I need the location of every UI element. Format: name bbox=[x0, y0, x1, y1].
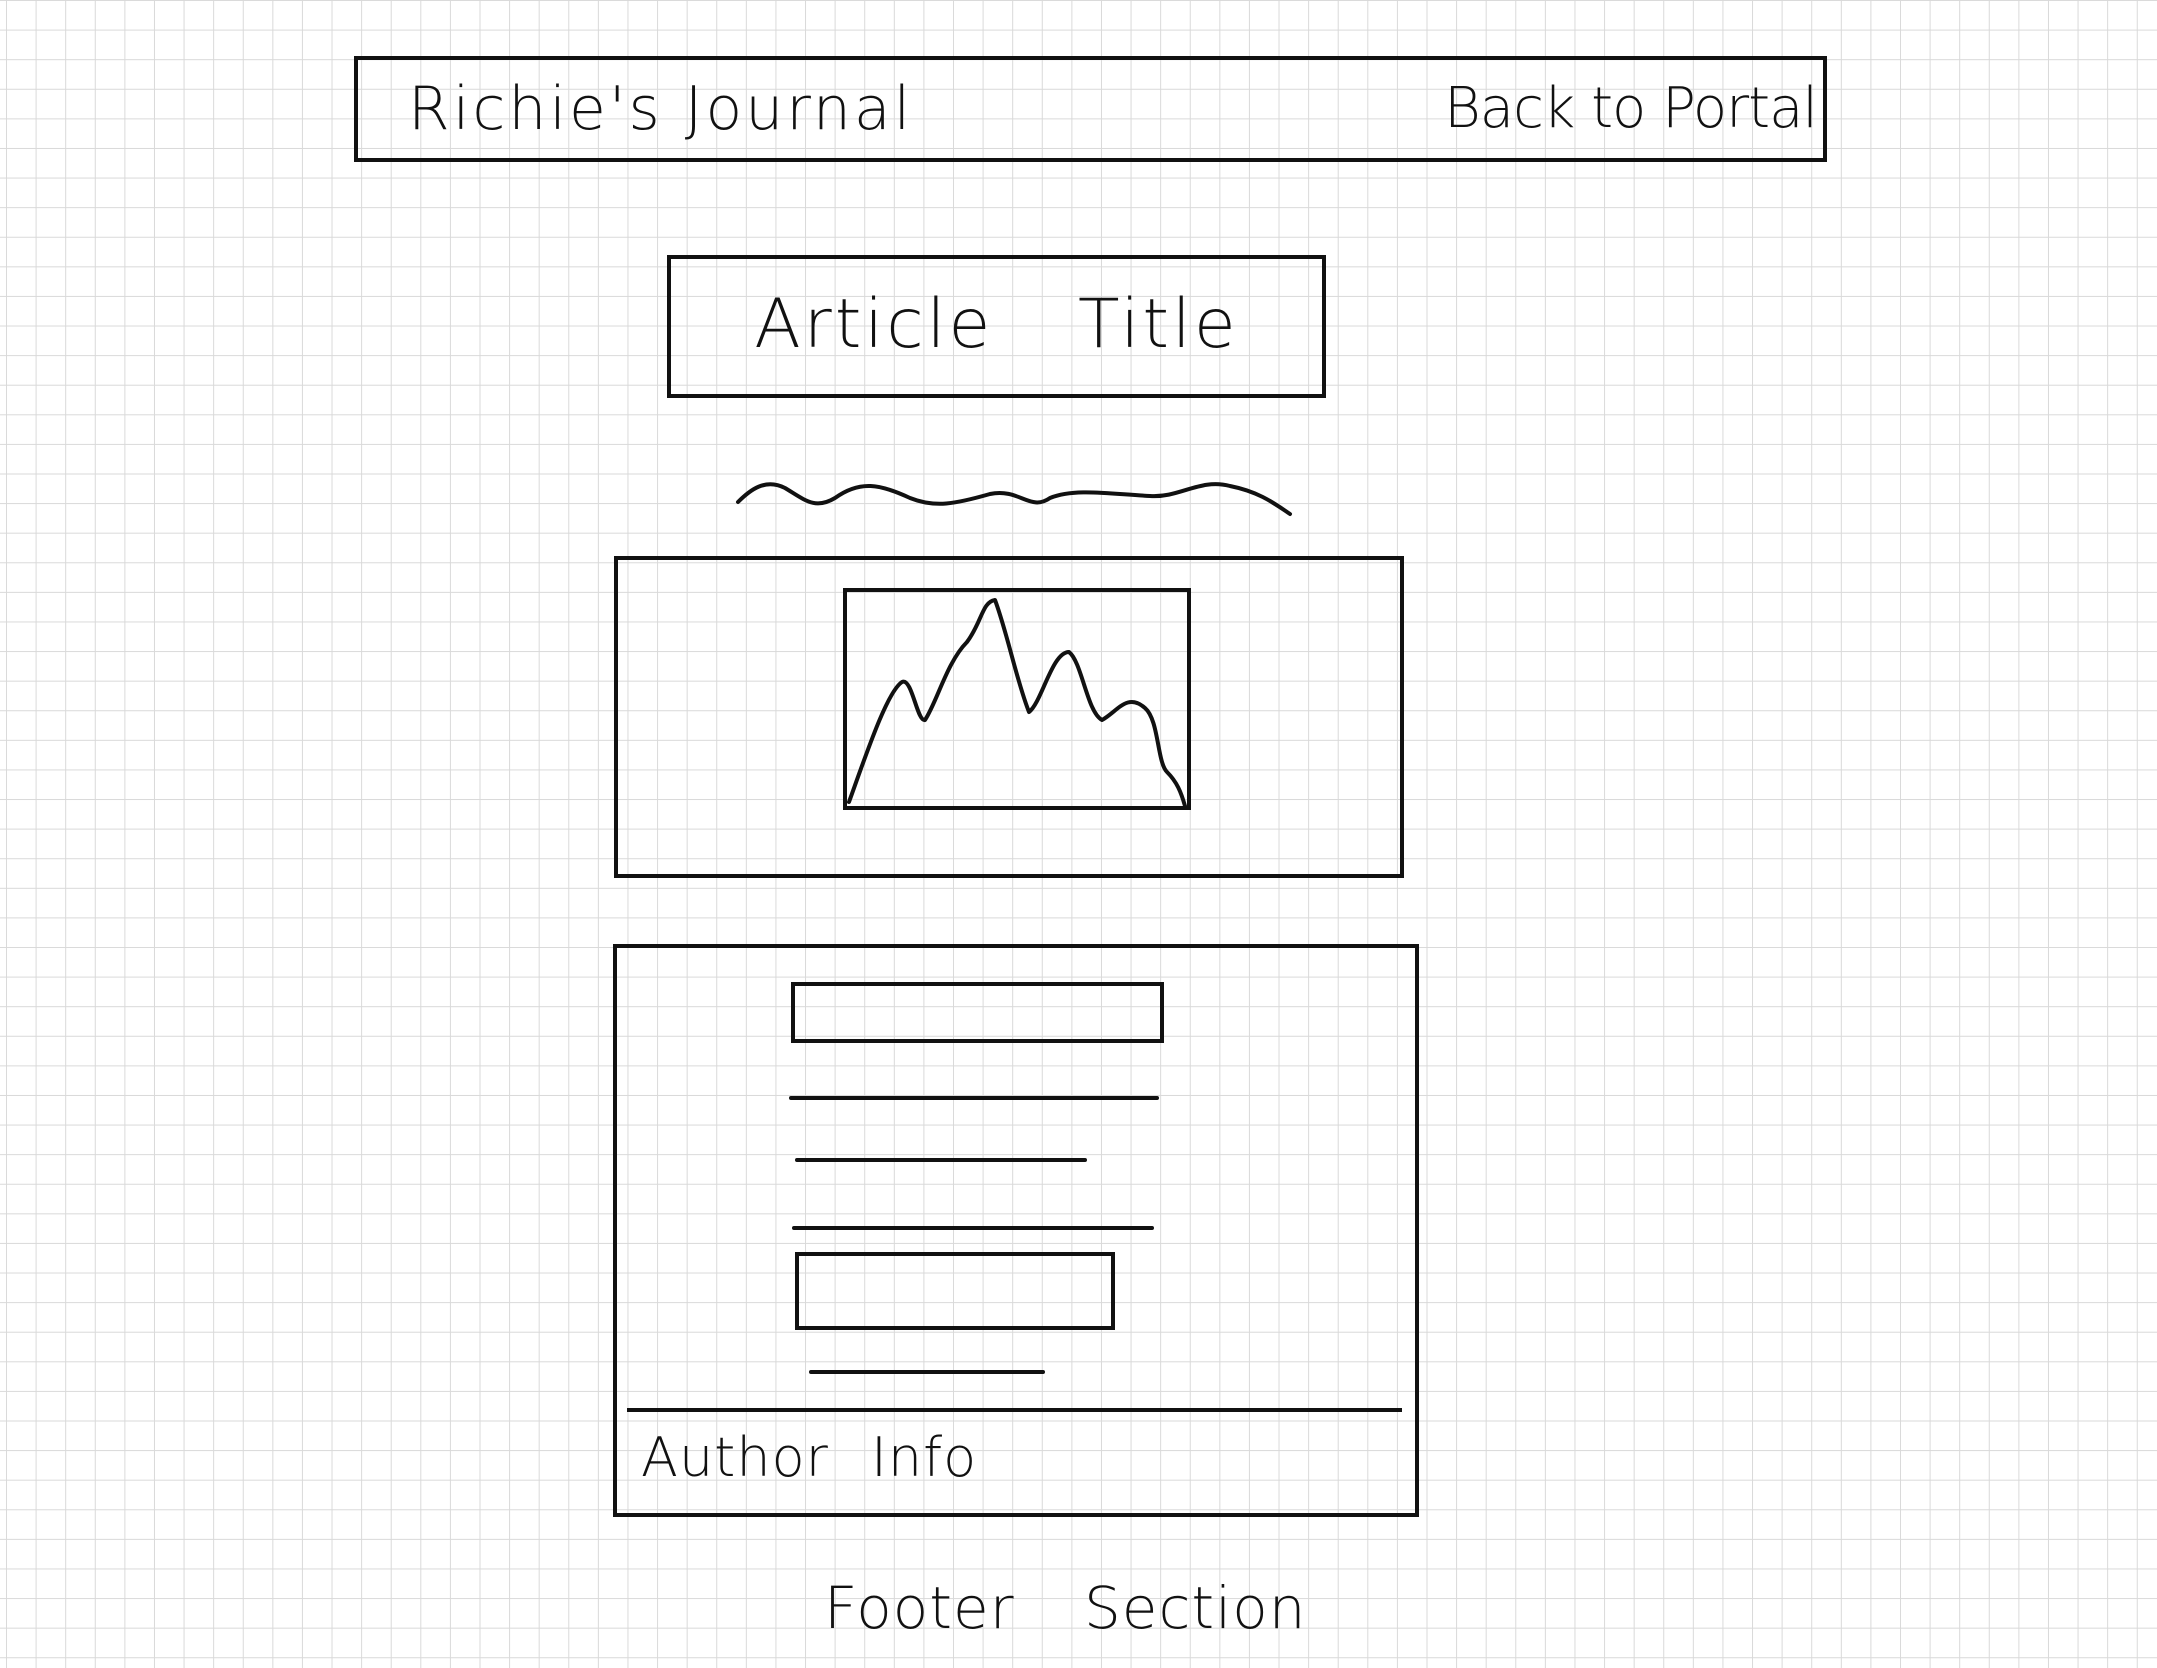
text-line bbox=[789, 1096, 1159, 1100]
chart-image bbox=[843, 588, 1191, 810]
article-content-box: Author Info bbox=[613, 944, 1419, 1517]
chart-image-graphic bbox=[847, 598, 1187, 806]
footer-section: Footer Section bbox=[824, 1574, 1307, 1642]
header-bar: Richie's Journal Back to Portal bbox=[354, 56, 1827, 162]
back-to-portal-link[interactable]: Back to Portal bbox=[1444, 76, 1818, 141]
text-line bbox=[792, 1226, 1154, 1230]
hero-image-container bbox=[614, 556, 1404, 878]
text-line bbox=[795, 1158, 1087, 1162]
author-info: Author Info bbox=[641, 1426, 978, 1489]
author-divider bbox=[627, 1408, 1402, 1412]
article-title: Article Title bbox=[754, 285, 1239, 364]
text-line bbox=[809, 1370, 1045, 1374]
content-heading-block bbox=[791, 982, 1164, 1043]
subtitle-placeholder-squiggle bbox=[736, 482, 1292, 516]
content-image-block bbox=[795, 1252, 1115, 1330]
article-title-box: Article Title bbox=[667, 255, 1326, 398]
site-title[interactable]: Richie's Journal bbox=[408, 74, 914, 144]
